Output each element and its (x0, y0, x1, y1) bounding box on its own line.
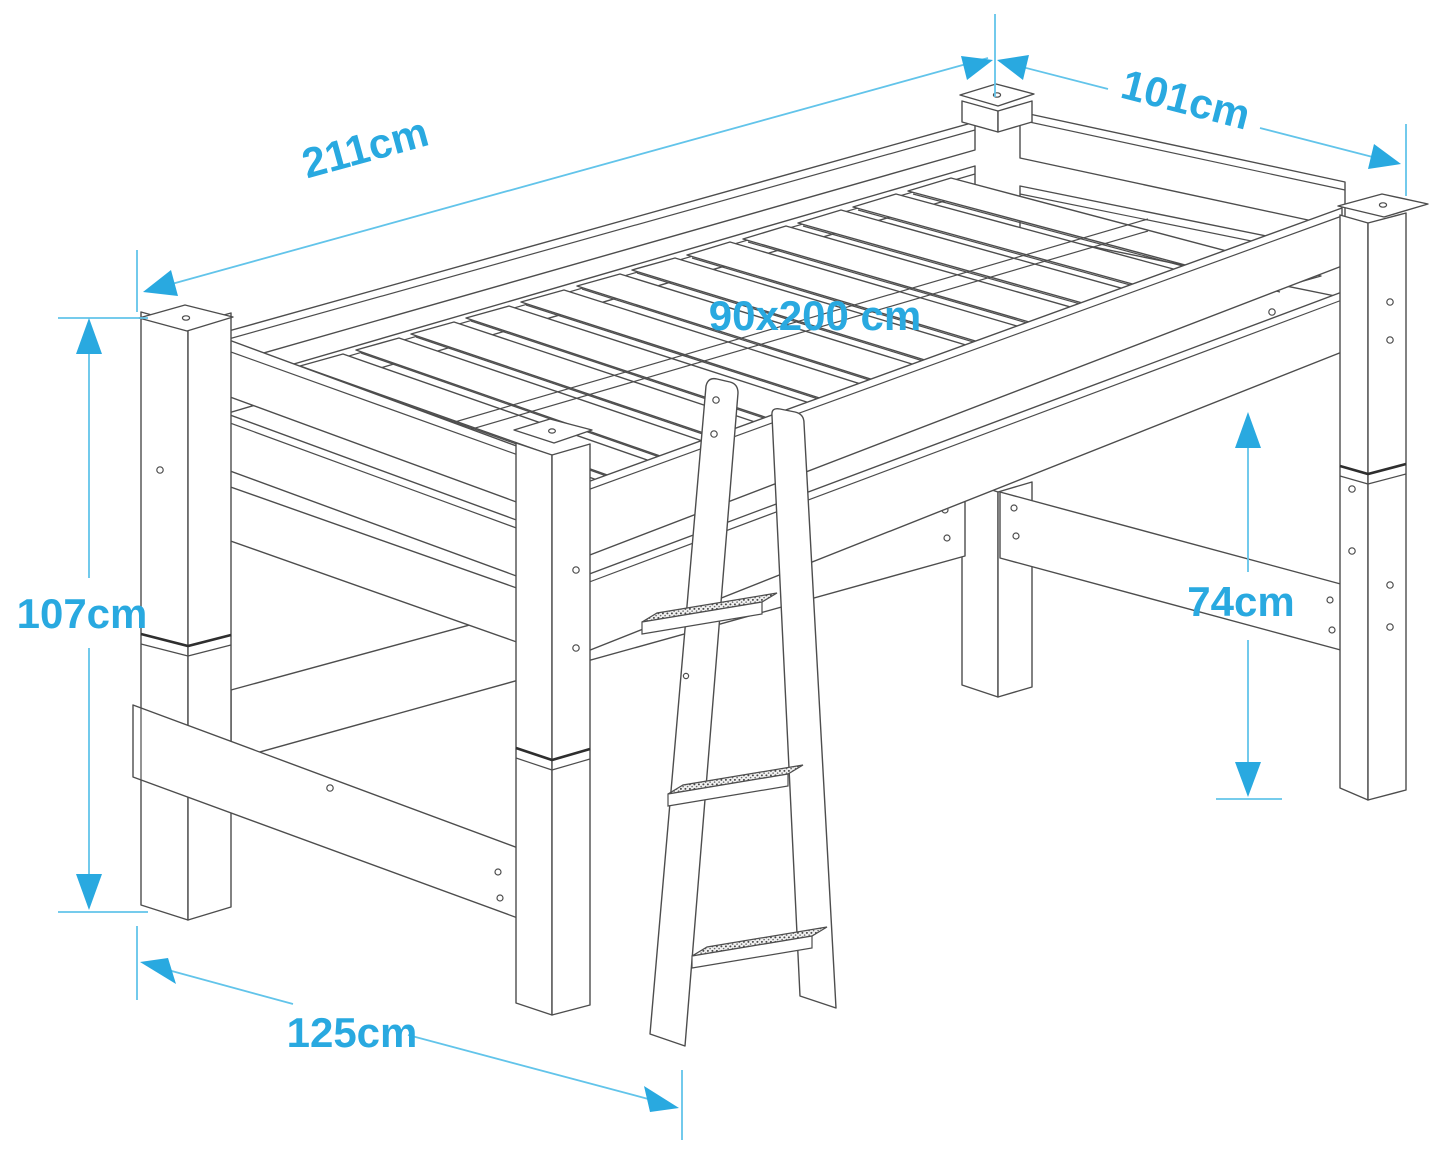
width-dimension-label: 101cm (1117, 60, 1255, 138)
height-dimension-label: 107cm (17, 590, 148, 637)
ladder (641, 377, 837, 1047)
near-post (513, 418, 593, 1016)
dimension-mattress: 90x200 cm (709, 292, 922, 339)
mattress-size-label: 90x200 cm (709, 292, 922, 339)
far-post-top (959, 83, 1035, 133)
bed-line-art (132, 83, 1429, 1047)
dimension-arrow-icon (1235, 412, 1261, 448)
dimension-arrow-icon (1368, 144, 1401, 169)
ladder-stringers (649, 377, 837, 1047)
dimension-arrow-icon (997, 55, 1029, 80)
ladder-steps (641, 592, 828, 969)
left-side-guard-rails (199, 331, 563, 659)
depth-dimension-label: 125cm (287, 1009, 418, 1056)
length-dimension-label: 211cm (297, 108, 433, 187)
stretcher-width-side (999, 491, 1349, 653)
dimension-clearance: 74cm (1187, 412, 1295, 800)
left-post (138, 304, 234, 921)
center-support-rail (406, 218, 1149, 449)
dimension-arrow-icon (1235, 762, 1261, 797)
dimension-height: 107cm (17, 317, 148, 913)
dimension-arrow-icon (961, 56, 993, 80)
clearance-dimension-label: 74cm (1187, 578, 1294, 625)
dimension-arrow-icon (644, 1086, 679, 1112)
dimension-arrow-icon (143, 270, 178, 296)
dimension-arrow-icon (140, 958, 176, 984)
extension-line (58, 317, 148, 913)
dimension-arrow-icon (76, 318, 102, 354)
dimension-arrow-icon (76, 874, 102, 910)
right-post (1337, 193, 1429, 801)
dimension-depth: 125cm (136, 926, 683, 1140)
